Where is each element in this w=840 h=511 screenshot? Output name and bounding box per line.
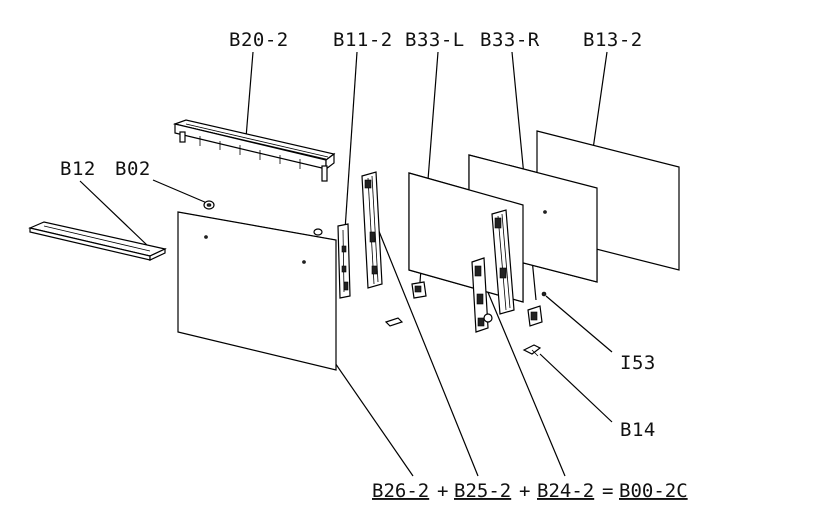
formula-term-b25-2: B25-2 bbox=[454, 480, 511, 502]
label-b33-r: B33-R bbox=[480, 29, 540, 51]
label-b11-2: B11-2 bbox=[333, 29, 393, 51]
part-b33-l-clip bbox=[411, 281, 427, 299]
label-b33-l: B33-L bbox=[405, 29, 465, 51]
formula-equals: = bbox=[602, 480, 613, 502]
label-b13-2: B13-2 bbox=[583, 29, 643, 51]
label-b20-2: B20-2 bbox=[229, 29, 289, 51]
label-b14: B14 bbox=[620, 419, 656, 441]
part-b13-2-rear-panel-b bbox=[408, 130, 680, 303]
formula-plus-2: + bbox=[519, 480, 530, 502]
formula-term-b24-2: B24-2 bbox=[537, 480, 594, 502]
part-screw-left bbox=[384, 317, 404, 327]
part-b20-2-top-trim bbox=[172, 119, 336, 182]
part-b11-2-bracket bbox=[337, 223, 351, 299]
part-b24-2-rail bbox=[491, 209, 515, 315]
part-b14-latch bbox=[522, 344, 542, 357]
part-b33-r-clip bbox=[527, 305, 543, 327]
part-i53-screw bbox=[541, 291, 547, 297]
label-b12: B12 bbox=[60, 158, 96, 180]
leader-lines bbox=[79, 51, 613, 477]
formula-result-b00-2c: B00-2C bbox=[619, 480, 688, 502]
formula-plus-1: + bbox=[437, 480, 448, 502]
part-b25-2-rail bbox=[361, 171, 383, 289]
label-b02: B02 bbox=[115, 158, 151, 180]
part-hinge-bracket bbox=[471, 257, 493, 333]
part-b02-ring bbox=[203, 200, 215, 210]
part-b12-handle bbox=[28, 221, 167, 261]
assembly-formula: B26-2 + B25-2 + B24-2 = B00-2C bbox=[372, 480, 688, 502]
part-b26-2-front-panel bbox=[177, 211, 337, 371]
formula-term-b26-2: B26-2 bbox=[372, 480, 429, 502]
label-i53: I53 bbox=[620, 352, 656, 374]
